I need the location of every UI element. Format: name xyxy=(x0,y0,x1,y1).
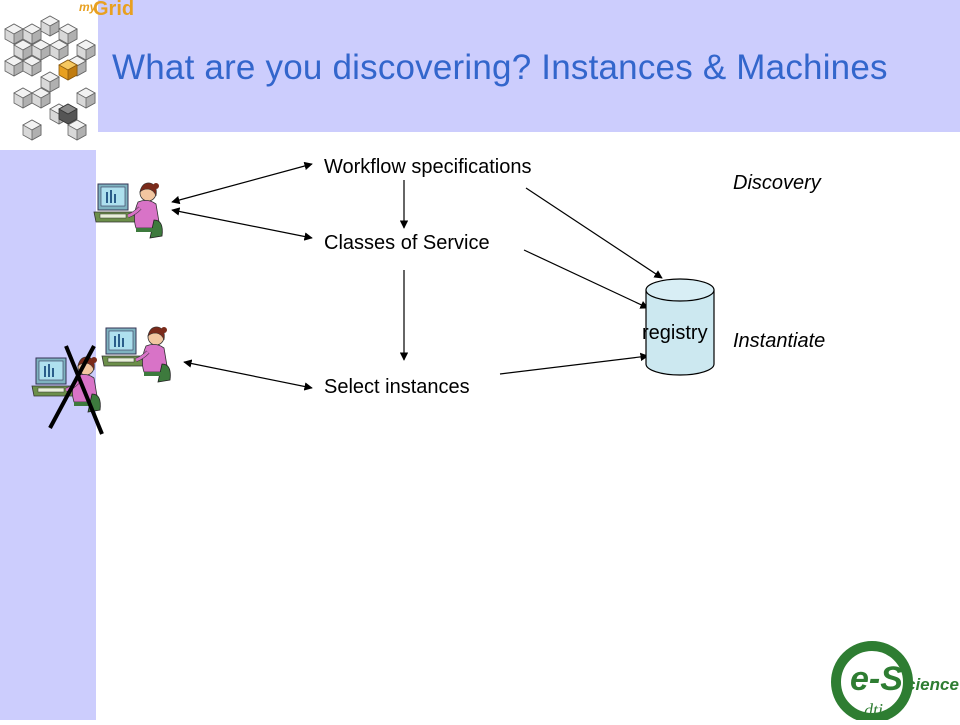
registry-cylinder xyxy=(645,278,715,376)
slide-title: What are you discovering? Instances & Ma… xyxy=(112,48,888,87)
mygrid-logo: my Grid xyxy=(0,0,134,150)
select-instances-label: Select instances xyxy=(324,376,470,398)
escience-seal-icon: e-S cience dti xyxy=(831,641,959,723)
logo-sub-text: dti xyxy=(864,700,883,720)
user-figure-middle xyxy=(100,324,173,384)
logo-suffix-text: cience xyxy=(906,675,959,694)
arrow-select-registry xyxy=(499,352,649,375)
arrow-user-workflow xyxy=(171,161,313,205)
user-figure-top xyxy=(92,180,165,240)
hexagon-cubes-icon xyxy=(4,15,96,141)
discovery-label: Discovery xyxy=(733,172,821,194)
side-band xyxy=(0,150,96,720)
classes-of-service-label: Classes of Service xyxy=(324,232,490,254)
instantiate-label: Instantiate xyxy=(733,330,826,352)
logo-main-text: e-S xyxy=(850,660,903,698)
brand-prefix: my xyxy=(79,0,97,14)
header-band xyxy=(98,0,960,132)
cross-out-mark xyxy=(48,345,104,435)
arrow-workflow-registry xyxy=(525,187,663,279)
arrow-user-classes xyxy=(171,207,313,241)
arrow-user-select xyxy=(183,359,313,391)
arrow-classes-registry xyxy=(523,249,649,309)
registry-label: registry xyxy=(642,322,708,344)
workflow-specifications-label: Workflow specifications xyxy=(324,156,532,178)
brand-name: Grid xyxy=(93,0,135,20)
escience-logo: e-S cience dti xyxy=(830,638,960,723)
